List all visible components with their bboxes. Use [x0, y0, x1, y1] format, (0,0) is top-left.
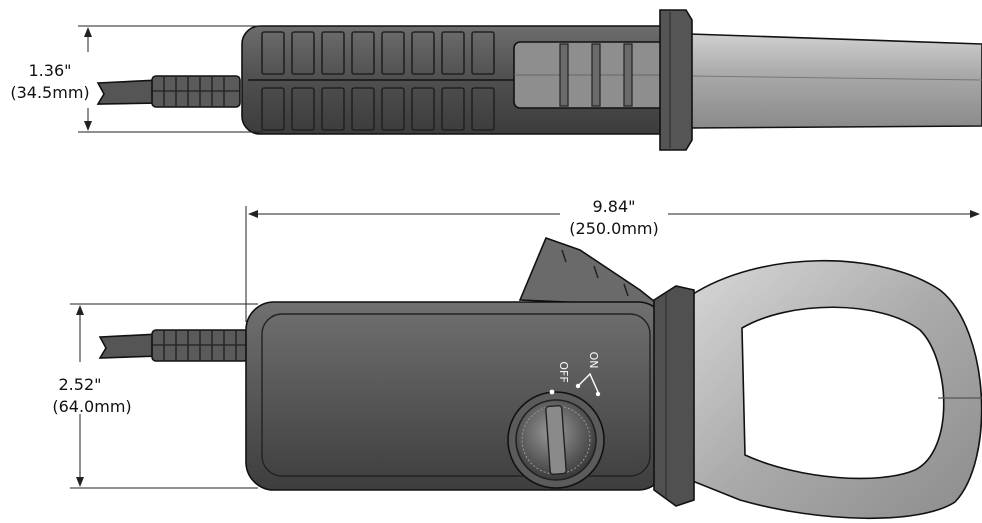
- front-cable: [98, 333, 161, 359]
- side-height-mm-label: (34.5mm): [10, 83, 89, 102]
- front-jaw: [689, 259, 982, 520]
- front-handle-body: [245, 301, 667, 491]
- front-collar: [653, 285, 695, 507]
- length-inch-label: 9.84": [593, 197, 636, 216]
- rotary-switch-grip: [545, 405, 567, 475]
- side-height-inch-label: 1.36": [29, 61, 72, 80]
- front-strain-relief: [151, 329, 249, 362]
- front-view: OFF ON 9.84" (250.0mm) 2.52" (64.0mm): [52, 197, 982, 520]
- front-handle-panel: [261, 313, 651, 477]
- side-jaw: [689, 33, 982, 129]
- side-cable: [96, 79, 161, 105]
- side-view: 1.36" (34.5mm): [10, 9, 982, 151]
- front-trigger-hood: [518, 236, 663, 307]
- width-inch-label: 2.52": [59, 375, 102, 394]
- switch-on-indicator: [577, 372, 599, 393]
- switch-off-dot: [549, 389, 555, 395]
- side-strain-relief: [151, 75, 241, 108]
- switch-off-label: OFF: [557, 361, 570, 382]
- switch-on-label: ON: [587, 352, 600, 369]
- side-grip-ridges: [261, 31, 495, 131]
- rotary-switch[interactable]: [507, 391, 605, 489]
- side-flange: [659, 9, 693, 151]
- width-mm-label: (64.0mm): [52, 397, 131, 416]
- length-mm-label: (250.0mm): [569, 219, 658, 238]
